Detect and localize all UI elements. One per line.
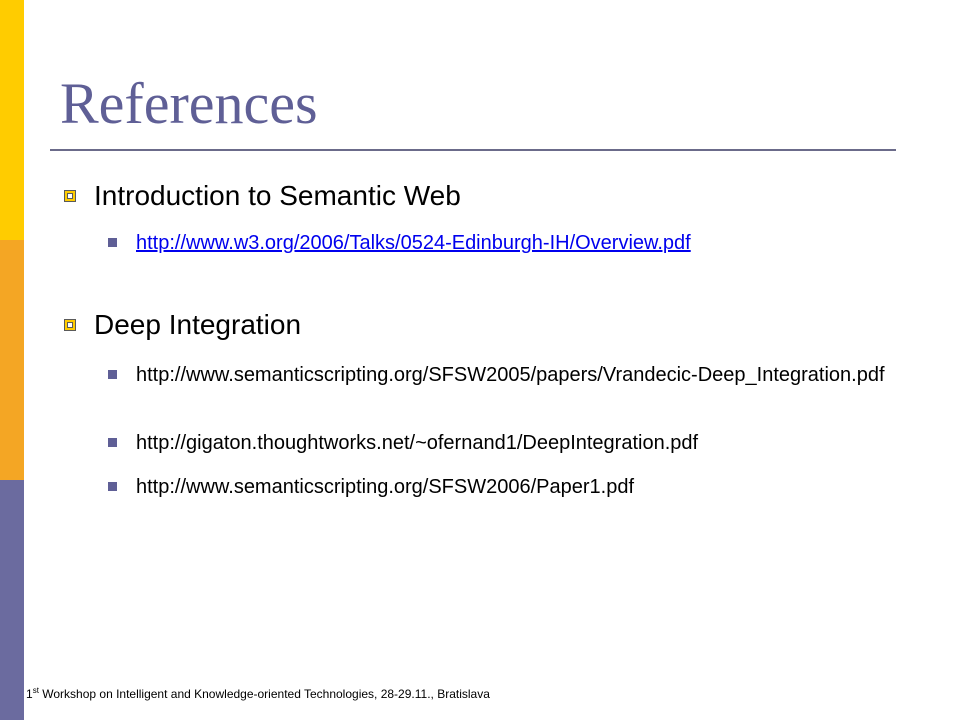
reference-url: http://www.semanticscripting.org/SFSW200… — [136, 364, 885, 386]
section-heading-text: Introduction to Semantic Web — [94, 180, 461, 211]
bullet-icon — [108, 370, 117, 379]
side-color-bar — [0, 0, 24, 720]
footer-text: Workshop on Intelligent and Knowledge-or… — [38, 687, 490, 701]
list-item: http://www.w3.org/2006/Talks/0524-Edinbu… — [108, 230, 908, 256]
side-bar-orange-segment — [0, 240, 24, 480]
list-item: http://www.semanticscripting.org/SFSW200… — [108, 362, 908, 388]
slide-title: References — [60, 71, 318, 136]
side-bar-purple-segment — [0, 480, 24, 720]
square-bullet-icon — [64, 319, 76, 332]
slide-footer: 1st Workshop on Intelligent and Knowledg… — [26, 686, 490, 701]
bullet-icon — [108, 482, 117, 491]
section-heading-deep-integration: Deep Integration — [64, 309, 302, 341]
reference-url: http://www.semanticscripting.org/SFSW200… — [136, 476, 635, 498]
footer-ordinal: 1 — [26, 687, 33, 701]
bullet-icon — [108, 438, 117, 447]
section-heading-semantic-web: Introduction to Semantic Web — [64, 180, 461, 212]
side-bar-yellow-segment — [0, 0, 24, 240]
reference-url: http://gigaton.thoughtworks.net/~ofernan… — [136, 432, 699, 454]
square-bullet-icon — [64, 190, 76, 203]
title-underline — [50, 149, 896, 151]
list-item: http://www.semanticscripting.org/SFSW200… — [108, 474, 908, 500]
footer-ordinal-suffix: st — [32, 686, 39, 695]
bullet-icon — [108, 238, 117, 247]
section-heading-text: Deep Integration — [94, 309, 302, 340]
reference-link[interactable]: http://www.w3.org/2006/Talks/0524-Edinbu… — [136, 232, 691, 254]
list-item: http://gigaton.thoughtworks.net/~ofernan… — [108, 430, 908, 456]
